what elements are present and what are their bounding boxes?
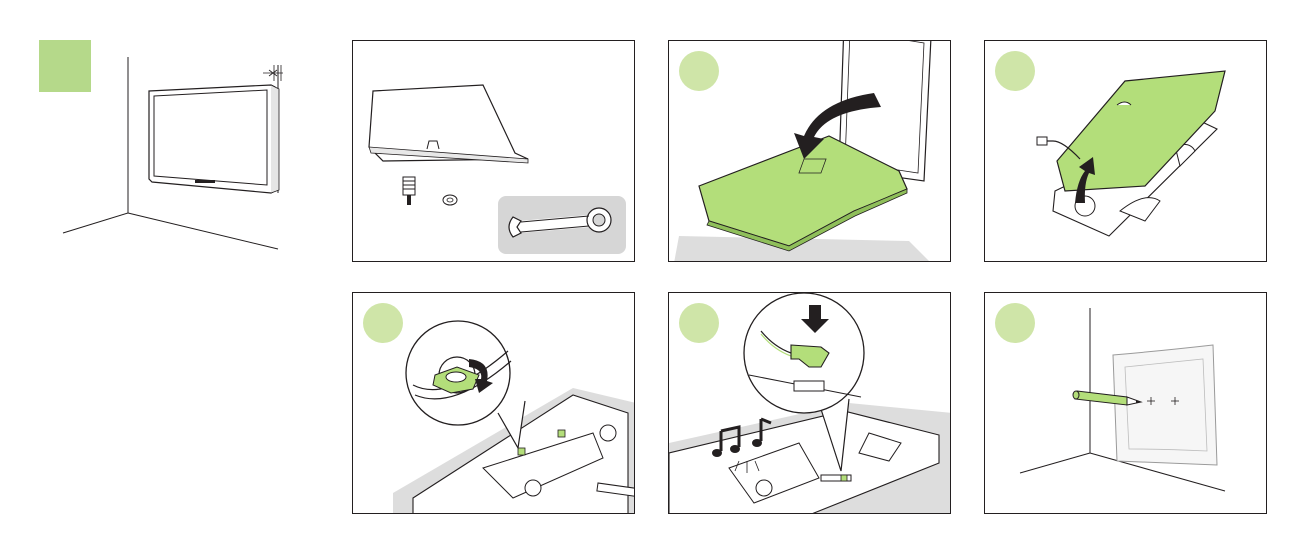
- screw-icon: [403, 177, 415, 205]
- wall-mounted-tv-scene: [55, 55, 285, 255]
- step-badge: [679, 303, 719, 343]
- step-badge: [995, 51, 1035, 91]
- panel-tighten-screw: [352, 292, 635, 514]
- step-badge: [363, 303, 403, 343]
- panel-lift-plate: [984, 40, 1267, 262]
- step-badge: [995, 303, 1035, 343]
- panel-attach-back: [668, 40, 951, 262]
- panel-mark-wall: [984, 292, 1267, 514]
- tv-icon: [149, 85, 279, 193]
- nut-icon: [443, 195, 457, 205]
- panel-connect-cable: [668, 292, 951, 514]
- step-badge: [679, 51, 719, 91]
- gap-indicator-icon: [263, 65, 283, 81]
- panel-parts: [352, 40, 635, 262]
- stand-base-icon: [369, 85, 528, 163]
